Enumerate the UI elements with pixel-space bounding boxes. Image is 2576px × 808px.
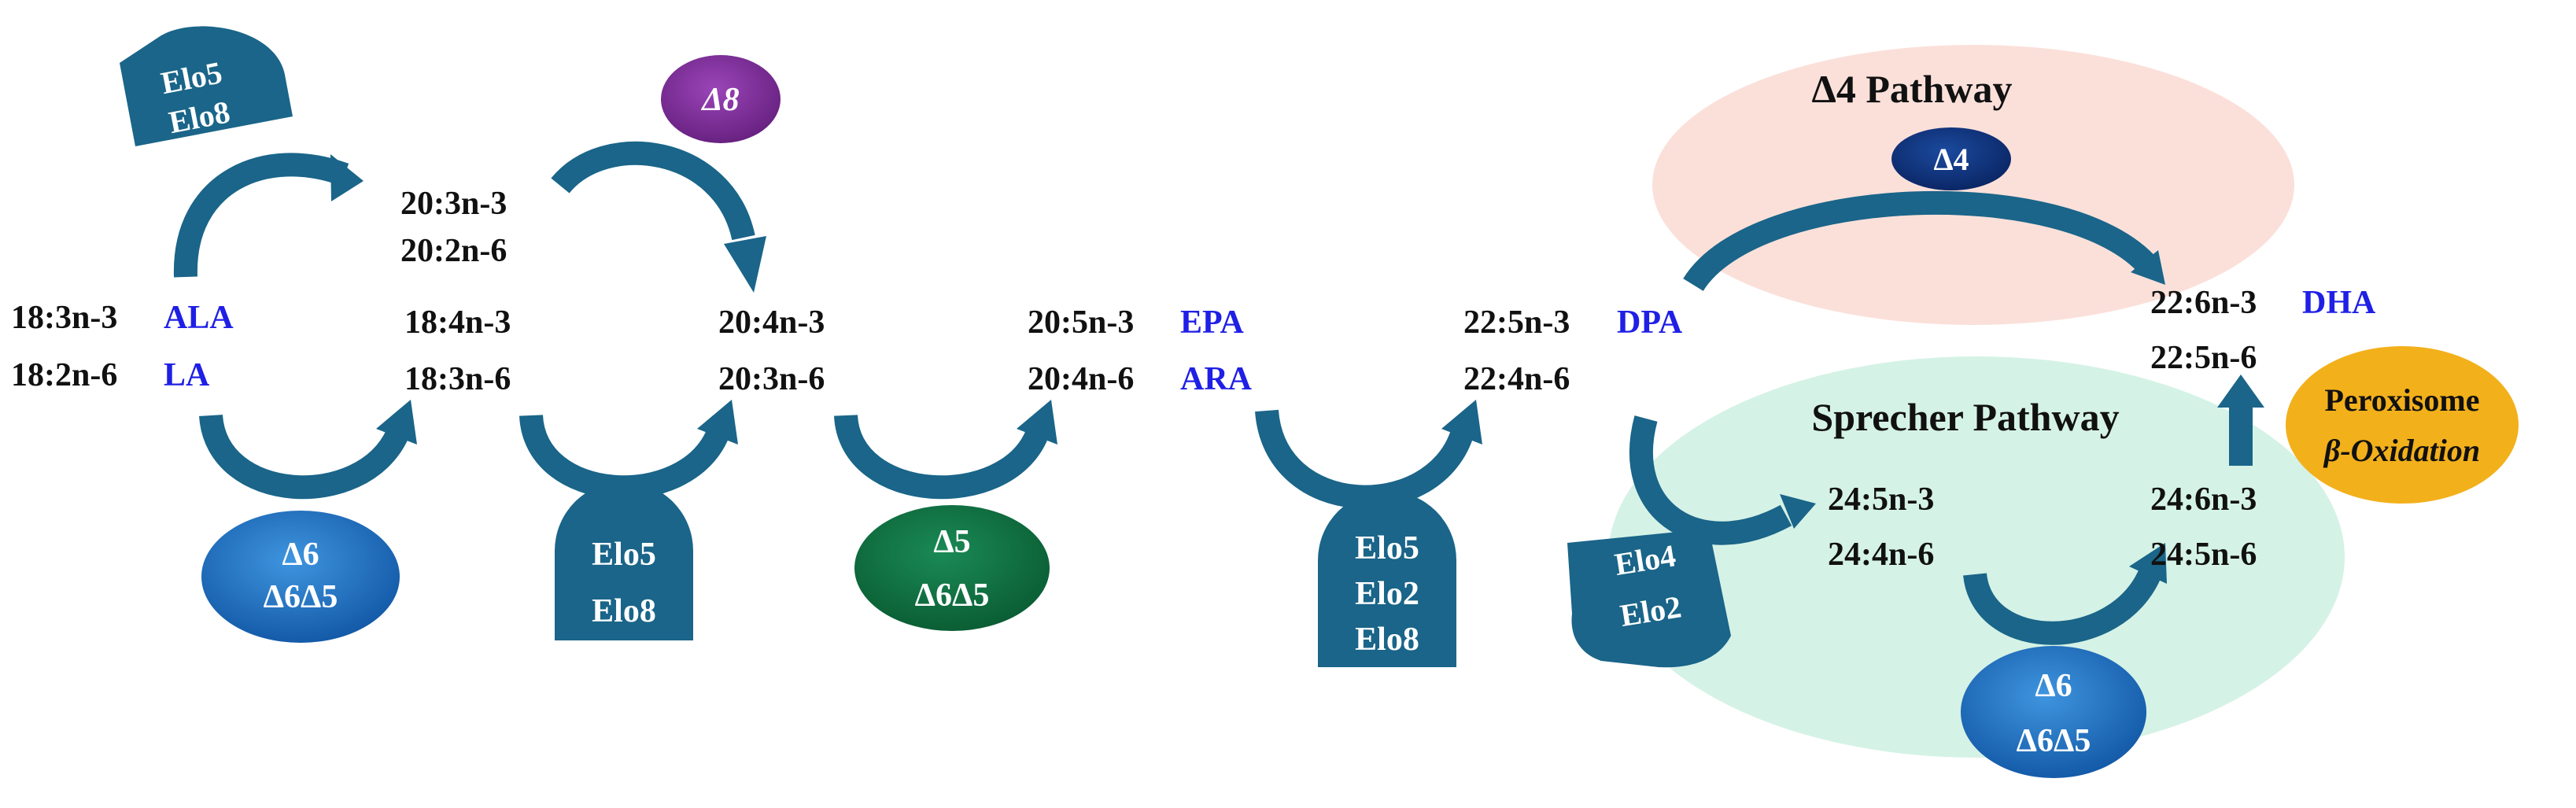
delta6delta5-label-2: Δ6Δ5 (915, 577, 990, 614)
elo8-bottom-label: Elo8 (592, 593, 656, 629)
arrowheads (330, 154, 2264, 584)
compound-24-5n-6: 24:5n-6 (2150, 537, 2257, 573)
delta4-badge: Δ4 (1891, 127, 2011, 190)
peroxisome-label: Peroxisome (2325, 382, 2480, 418)
compound-20-5n-3: 20:5n-3 (1028, 304, 1134, 341)
compound-labels: 18:3n-3 ALA 18:2n-6 LA 20:3n-3 20:2n-6 1… (11, 186, 2376, 573)
delta5-badge: Δ5 Δ6Δ5 (854, 505, 1050, 631)
compound-20-3n-3: 20:3n-3 (400, 186, 507, 222)
delta8-label: Δ8 (700, 82, 739, 118)
compound-ala: ALA (164, 300, 234, 336)
elo5-elo2-elo8-badge: Elo5 Elo2 Elo8 (1318, 491, 1456, 667)
compound-18-3n-3: 18:3n-3 (11, 300, 117, 336)
arrow-delta8 (551, 141, 755, 241)
peroxisome-badge: Peroxisome β-Oxidation (2286, 346, 2519, 504)
delta4-pathway-title: Δ4 Pathway (1812, 67, 2013, 111)
compound-22-5n-3: 22:5n-3 (1463, 304, 1570, 341)
arrow-elo-3 (1255, 409, 1474, 509)
elo5-elo8-bottom-badge: Elo5 Elo8 (555, 481, 693, 640)
delta4-label: Δ4 (1933, 142, 1969, 177)
compound-24-5n-3: 24:5n-3 (1828, 481, 1934, 518)
compound-18-2n-6: 18:2n-6 (11, 357, 117, 393)
compound-24-4n-6: 24:4n-6 (1828, 537, 1934, 573)
arrows (173, 141, 2253, 645)
compound-20-3n-6: 20:3n-6 (718, 361, 825, 397)
arrow-delta4 (1683, 190, 2159, 292)
delta6-label-2: Δ6 (2035, 668, 2072, 704)
elo5-label: Elo5 (1355, 530, 1419, 566)
elo8-label: Elo8 (1355, 622, 1419, 658)
compound-20-2n-6: 20:2n-6 (400, 233, 507, 269)
compound-20-4n-3: 20:4n-3 (718, 304, 825, 341)
delta5-label: Δ5 (933, 524, 970, 560)
delta6-first-badge: Δ6 Δ6Δ5 (201, 511, 400, 643)
delta6-second-badge: Δ6 Δ6Δ5 (1961, 646, 2146, 778)
beta-oxidation-label: β-Oxidation (2323, 433, 2480, 468)
compound-22-4n-6: 22:4n-6 (1463, 361, 1570, 397)
compound-ara: ARA (1180, 361, 1253, 397)
elo2-label: Elo2 (1355, 576, 1419, 612)
arrow-delta5 (834, 414, 1048, 500)
sprecher-pathway-title: Sprecher Pathway (1811, 395, 2119, 439)
arrow-elo4 (1629, 415, 1792, 545)
compound-18-3n-6: 18:3n-6 (404, 361, 511, 397)
delta6delta5-label-3: Δ6Δ5 (2017, 723, 2091, 759)
compound-18-4n-3: 18:4n-3 (404, 304, 511, 341)
arrow-elo-bottom (519, 414, 729, 500)
compound-dha: DHA (2302, 285, 2376, 321)
elo5-elo8-top-badge: Elo5 Elo8 (120, 26, 293, 146)
compound-22-5n-6: 22:5n-6 (2150, 340, 2257, 376)
sprecher-pathway-region (1608, 356, 2345, 758)
elo5-bottom-label: Elo5 (592, 537, 656, 573)
compound-24-6n-3: 24:6n-3 (2150, 481, 2257, 518)
compound-epa: EPA (1180, 304, 1245, 341)
delta8-badge: Δ8 (661, 55, 781, 143)
compound-22-6n-3: 22:6n-3 (2150, 285, 2257, 321)
compound-20-4n-6: 20:4n-6 (1028, 361, 1134, 397)
arrow-delta6-1 (199, 414, 408, 500)
elo4-elo2-badge: Elo4 Elo2 (1567, 529, 1731, 668)
delta6delta5-label: Δ6Δ5 (264, 579, 338, 615)
arrow-delta6-2 (1963, 567, 2161, 645)
delta6-label: Δ6 (282, 537, 319, 573)
compound-la: LA (164, 357, 210, 393)
compound-dpa: DPA (1617, 304, 1683, 341)
arrow-elongation-1 (173, 153, 349, 278)
